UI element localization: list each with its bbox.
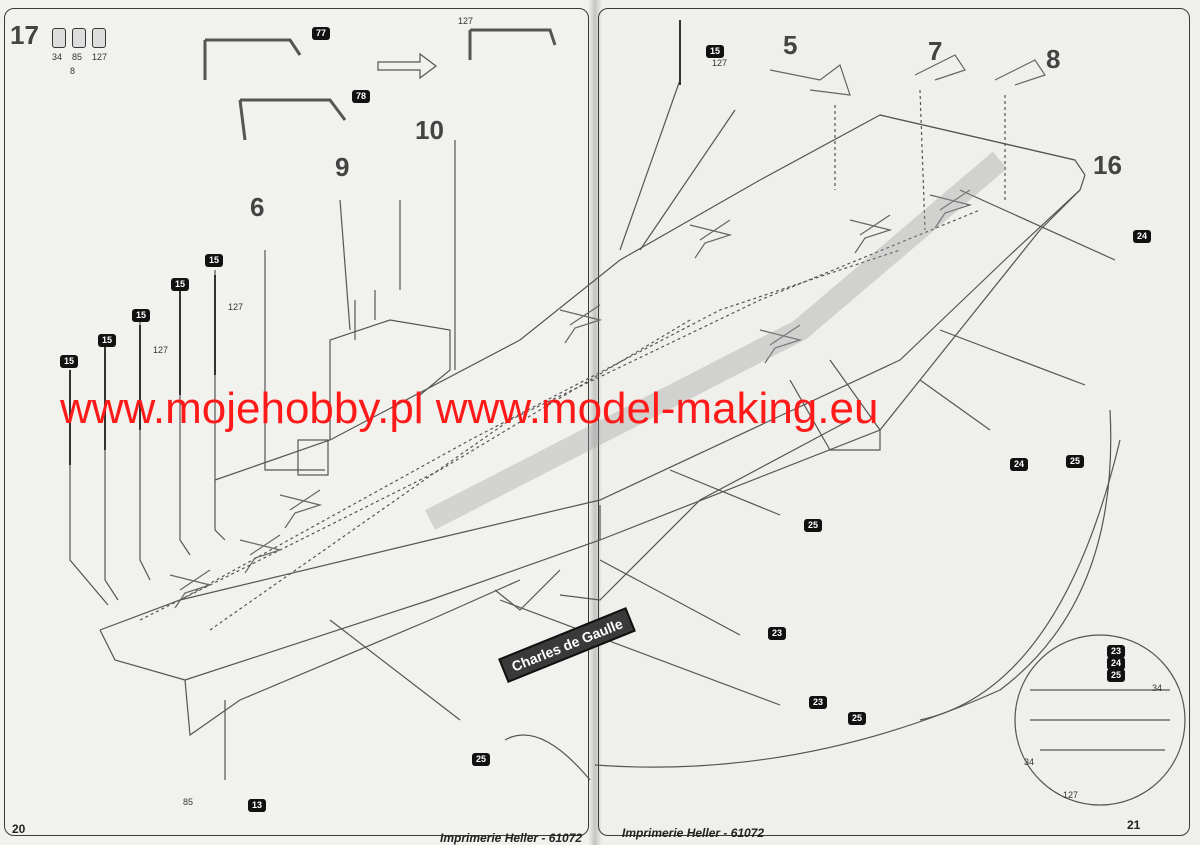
part-number-tag: 23 bbox=[1107, 645, 1126, 658]
part-number-tag: 24 bbox=[1010, 458, 1029, 471]
part-number-tag: 25 bbox=[1107, 669, 1126, 682]
part-number-tag: 15 bbox=[98, 334, 117, 347]
part-number-tag: 24 bbox=[1133, 230, 1152, 243]
paint-code: 127 bbox=[92, 52, 108, 62]
paint-pot-icon bbox=[72, 28, 86, 48]
paint-pot-icon bbox=[92, 28, 106, 48]
right-page-frame bbox=[598, 8, 1190, 836]
paint-pot-icon bbox=[52, 28, 66, 48]
callout-number: 9 bbox=[335, 152, 350, 182]
callout-number: 10 bbox=[415, 115, 444, 145]
footer-text-right: Imprimerie Heller - 61072 bbox=[622, 826, 765, 840]
part-number-tag: 25 bbox=[1066, 455, 1085, 468]
part-number-tag: 13 bbox=[248, 799, 267, 812]
paint-code: 85 bbox=[72, 52, 83, 62]
part-number-tag: 23 bbox=[809, 696, 828, 709]
color-reference: 127 bbox=[458, 16, 474, 26]
color-reference: 127 bbox=[153, 345, 169, 355]
part-number-tag: 15 bbox=[132, 309, 151, 322]
watermark-text: www.mojehobby.pl www.model-making.eu bbox=[60, 384, 879, 433]
left-page bbox=[0, 0, 597, 845]
part-number-tag: 78 bbox=[352, 90, 371, 103]
callout-number: 16 bbox=[1093, 150, 1122, 180]
step-number: 17 bbox=[10, 20, 39, 50]
part-number-tag: 15 bbox=[205, 254, 224, 267]
color-reference: 34 bbox=[1152, 683, 1163, 693]
callout-number: 7 bbox=[928, 36, 943, 66]
footer-text-left: Imprimerie Heller - 61072 bbox=[440, 831, 583, 845]
part-number-tag: 15 bbox=[171, 278, 190, 291]
part-number-tag: 25 bbox=[472, 753, 491, 766]
part-number-tag: 15 bbox=[706, 45, 725, 58]
page-number-left: 20 bbox=[12, 822, 26, 836]
part-number-tag: 25 bbox=[848, 712, 867, 725]
page-number-right: 21 bbox=[1127, 818, 1141, 832]
color-reference: 127 bbox=[1063, 790, 1079, 800]
part-number-tag: 24 bbox=[1107, 657, 1126, 670]
callout-number: 6 bbox=[250, 192, 265, 222]
part-number-tag: 23 bbox=[768, 627, 787, 640]
left-page-frame bbox=[4, 8, 589, 836]
part-number-tag: 15 bbox=[60, 355, 79, 368]
callout-number: 8 bbox=[1046, 44, 1061, 74]
part-number-tag: 25 bbox=[804, 519, 823, 532]
color-reference: 127 bbox=[228, 302, 244, 312]
callout-number: 5 bbox=[783, 30, 798, 60]
paint-code: 34 bbox=[52, 52, 63, 62]
color-reference: 127 bbox=[712, 58, 728, 68]
color-reference: 85 bbox=[183, 797, 194, 807]
right-page bbox=[593, 0, 1200, 845]
color-reference: 34 bbox=[1024, 757, 1035, 767]
paint-sub-code: 8 bbox=[70, 66, 76, 76]
part-number-tag: 77 bbox=[312, 27, 331, 40]
